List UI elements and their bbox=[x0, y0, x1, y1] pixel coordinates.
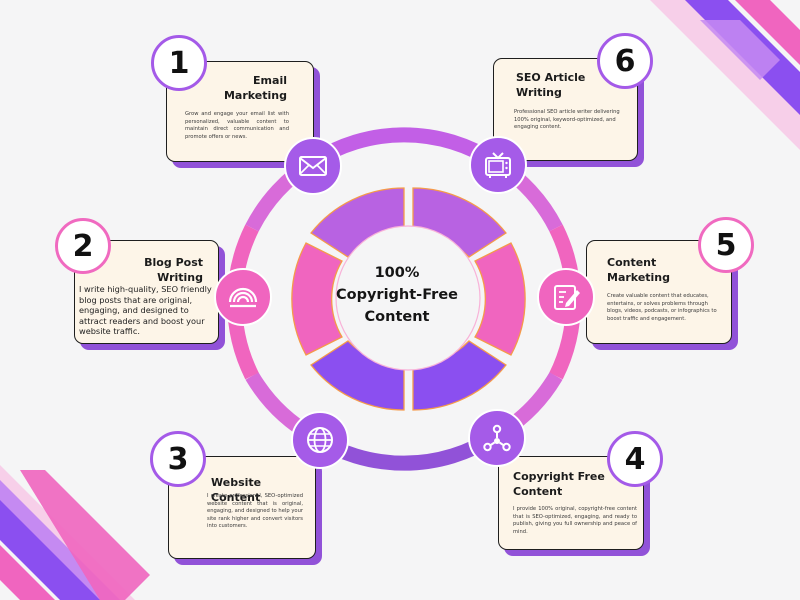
icon-seo bbox=[469, 136, 527, 194]
card-title-line1: Email bbox=[253, 74, 287, 87]
decor-stripes-top-right bbox=[650, 0, 800, 150]
card-title: Email Marketing bbox=[187, 73, 287, 103]
card-email-marketing: Email Marketing Grow and engage your ema… bbox=[166, 61, 314, 162]
segment-left bbox=[291, 242, 343, 356]
center-title-line3: Content bbox=[364, 309, 430, 325]
globe-icon bbox=[307, 427, 333, 453]
step-number-2: 2 bbox=[55, 218, 111, 274]
card-description: I create professional, SEO-optimized web… bbox=[207, 493, 303, 530]
card-title-line1: SEO Article bbox=[516, 71, 586, 84]
center-segments bbox=[291, 187, 526, 411]
card-title-line2: Marketing bbox=[223, 89, 287, 102]
network-icon bbox=[483, 424, 511, 452]
wifi-signal-icon bbox=[228, 287, 258, 308]
card-description: I write high-quality, SEO friendly blog … bbox=[79, 284, 212, 337]
card-title-line1: Copyright Free bbox=[513, 470, 605, 483]
center-title-line2: Copyright-Free bbox=[335, 287, 458, 303]
card-description: Grow and engage your email list with per… bbox=[185, 111, 289, 140]
card-title: SEO Article Writing bbox=[516, 70, 606, 100]
card-title: Blog Post Writing bbox=[113, 255, 203, 285]
card-title-line2: Writing bbox=[157, 271, 203, 284]
card-title: Website Content bbox=[211, 475, 311, 505]
center-title-line1: 100% bbox=[374, 265, 420, 281]
edit-document-icon bbox=[554, 285, 580, 310]
card-description: Professional SEO article writer deliveri… bbox=[514, 109, 620, 131]
card-title-line2: Writing bbox=[516, 86, 562, 99]
step-number-1: 1 bbox=[151, 35, 207, 91]
step-number-6: 6 bbox=[597, 33, 653, 89]
decor-stripes-bottom-left bbox=[0, 465, 150, 600]
step-number-3: 3 bbox=[150, 431, 206, 487]
icon-content-marketing bbox=[537, 268, 595, 326]
segment-right bbox=[474, 242, 526, 356]
card-blog-post-writing: Blog Post Writing I write high-quality, … bbox=[74, 240, 219, 344]
icon-website bbox=[291, 411, 349, 469]
center-title: 100% Copyright-Free Content bbox=[330, 262, 464, 328]
card-description: I provide 100% original, copyright-free … bbox=[513, 506, 637, 535]
card-description: Create valuable content that educates, e… bbox=[607, 293, 717, 322]
card-title: Content Marketing bbox=[607, 255, 687, 285]
step-number-5: 5 bbox=[698, 217, 754, 273]
card-title: Copyright Free Content bbox=[513, 469, 613, 499]
card-copyright-free-content: Copyright Free Content I provide 100% or… bbox=[498, 456, 644, 550]
card-title-line2: Content bbox=[513, 485, 563, 498]
icon-email bbox=[284, 137, 342, 195]
tv-icon bbox=[485, 152, 511, 178]
card-title-line1: Website Content bbox=[211, 476, 262, 504]
envelope-icon bbox=[299, 156, 327, 176]
card-title-line1: Blog Post bbox=[144, 256, 203, 269]
card-title-line2: Marketing bbox=[607, 271, 671, 284]
icon-blog bbox=[214, 268, 272, 326]
icon-copyright-free bbox=[468, 409, 526, 467]
step-number-4: 4 bbox=[607, 431, 663, 487]
card-title-line1: Content bbox=[607, 256, 657, 269]
